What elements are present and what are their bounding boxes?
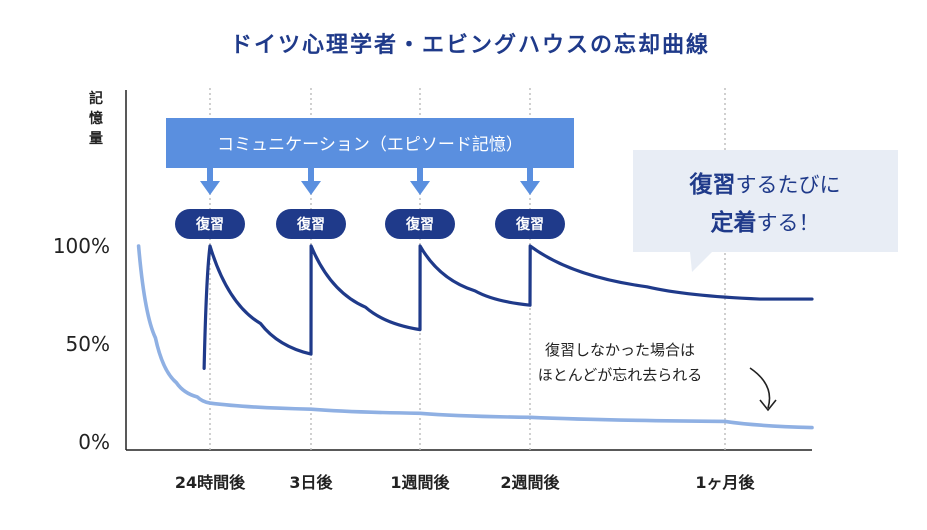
svg-text:定着する！: 定着する！ bbox=[711, 209, 820, 236]
review-pill bbox=[385, 209, 455, 239]
ytick-50: 50% bbox=[66, 332, 110, 356]
callout-do: する！ bbox=[757, 211, 820, 235]
review-pill-label: 復習 bbox=[195, 216, 224, 233]
series-without-review bbox=[136, 244, 814, 430]
callout-settle: 定着 bbox=[711, 209, 757, 236]
ytick-100: 100% bbox=[53, 234, 110, 258]
review-pill bbox=[175, 209, 245, 239]
x-tick-label: 3日後 bbox=[289, 473, 333, 492]
y-axis-label-char: 記 bbox=[89, 90, 103, 107]
review-arrow-head-icon bbox=[200, 181, 220, 195]
review-arrow-head-icon bbox=[520, 181, 540, 195]
review-arrows bbox=[200, 168, 540, 195]
curved-arrow-head-icon bbox=[759, 399, 777, 412]
x-tick-label: 2週間後 bbox=[500, 473, 560, 492]
chart-title: ドイツ心理学者・エビングハウスの忘却曲線 bbox=[230, 32, 710, 58]
note-line-1: 復習しなかった場合は bbox=[545, 341, 695, 359]
review-pill-label: 復習 bbox=[405, 216, 434, 233]
review-arrow-head-icon bbox=[301, 181, 321, 195]
y-axis-label-char: 憶 bbox=[89, 110, 103, 127]
series-lines bbox=[136, 244, 814, 430]
series-with-review bbox=[202, 244, 814, 370]
review-pill bbox=[276, 209, 346, 239]
x-tick-label: 24時間後 bbox=[175, 473, 246, 492]
review-arrow-stem bbox=[308, 168, 314, 182]
review-pill-label: 復習 bbox=[296, 216, 325, 233]
x-tick-labels: 24時間後 3日後 1週間後 2週間後 1ヶ月後 bbox=[175, 473, 756, 492]
review-arrow-stem bbox=[527, 168, 533, 182]
x-tick-label: 1ヶ月後 bbox=[695, 473, 755, 492]
banner-label: コミュニケーション（エピソード記憶） bbox=[217, 135, 523, 155]
review-arrow-stem bbox=[207, 168, 213, 182]
y-axis-label: 記憶量 bbox=[89, 90, 103, 147]
svg-text:復習するたびに: 復習するたびに bbox=[689, 171, 841, 198]
review-arrow-head-icon bbox=[410, 181, 430, 195]
y-axis-label-char: 量 bbox=[89, 131, 103, 147]
callout-box: 復習するたびに 定着する！ bbox=[633, 150, 898, 272]
x-tick-label: 1週間後 bbox=[390, 473, 450, 492]
review-arrow-stem bbox=[417, 168, 423, 182]
review-pill-label: 復習 bbox=[515, 216, 544, 233]
review-pill bbox=[495, 209, 565, 239]
callout-review: 復習 bbox=[689, 171, 736, 198]
note-line-2: ほとんどが忘れ去られる bbox=[538, 366, 703, 384]
curved-arrow-icon bbox=[749, 367, 771, 409]
callout-each-time: するたびに bbox=[736, 173, 841, 197]
communication-banner bbox=[166, 118, 574, 168]
review-pills: 復習 復習 復習 復習 bbox=[175, 209, 565, 239]
ytick-0: 0% bbox=[78, 430, 110, 454]
